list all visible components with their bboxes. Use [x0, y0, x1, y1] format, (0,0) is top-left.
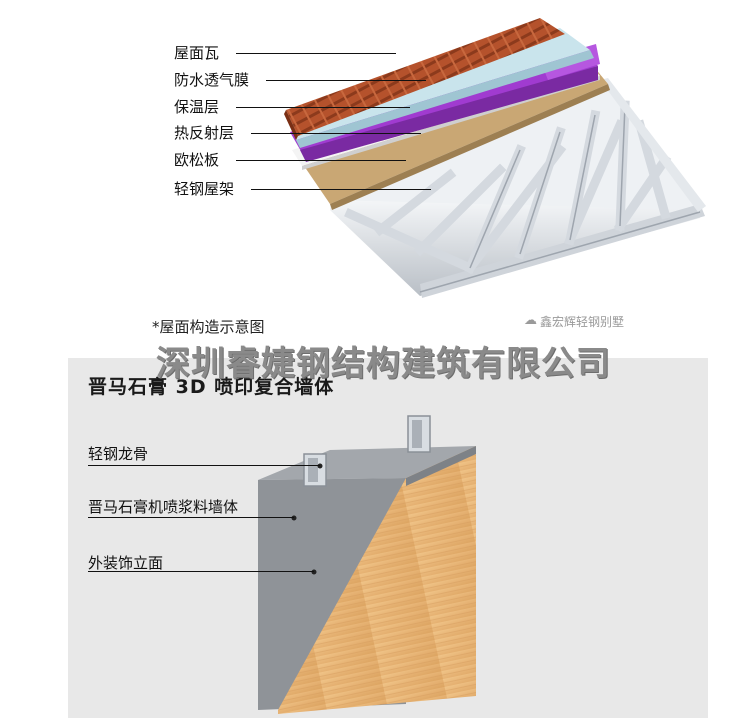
wood-facade-layer — [278, 446, 476, 714]
label-osb: 欧松板 — [174, 151, 220, 169]
leader-line — [88, 517, 294, 518]
label-roof-tile: 屋面瓦 — [174, 44, 220, 62]
roof-tiles — [286, 18, 565, 136]
company-name-banner: 深圳睿婕钢结构建筑有限公司 — [156, 344, 611, 384]
leader-line — [251, 189, 431, 190]
leader-line — [251, 133, 421, 134]
label-facade: 外装饰立面 — [88, 554, 164, 572]
label-steel-stud: 轻钢龙骨 — [88, 445, 149, 463]
steel-stud — [303, 415, 431, 487]
wall-structure-illustration — [258, 415, 476, 714]
label-insulation: 保温层 — [174, 98, 220, 116]
leader-line — [88, 465, 320, 466]
roof-structure-illustration — [284, 18, 706, 298]
watermark-text: 鑫宏辉轻钢别墅 — [540, 315, 625, 329]
waterproof-membrane — [290, 28, 590, 140]
leader-line — [88, 571, 314, 572]
leader-line — [236, 53, 396, 54]
roof-caption: *屋面构造示意图 — [152, 318, 265, 336]
steel-truss — [330, 78, 706, 298]
leader-line — [236, 107, 410, 108]
label-waterproof-membrane: 防水透气膜 — [174, 71, 250, 89]
leader-line — [266, 80, 426, 81]
label-steel-roof-frame: 轻钢屋架 — [174, 180, 235, 198]
label-gypsum-wall: 晋马石膏机喷浆料墙体 — [88, 498, 239, 516]
wechat-icon: ☁ — [524, 313, 537, 328]
wall-diagram-title: 晋马石膏 3D 喷印复合墙体 — [88, 376, 335, 398]
leader-line — [236, 160, 406, 161]
label-reflective-layer: 热反射层 — [174, 124, 235, 142]
